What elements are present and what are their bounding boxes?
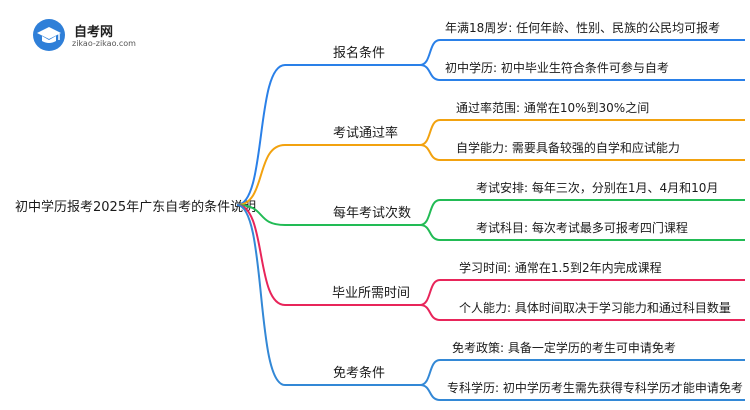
leaf-label: 考试安排: 每年三次，分别在1月、4月和10月 xyxy=(476,180,718,195)
branch-connector xyxy=(236,204,420,226)
leaf-connector xyxy=(419,304,745,321)
leaf-connector xyxy=(419,359,745,386)
site-logo[interactable]: 自考网 zikao-zikao.com xyxy=(32,18,152,52)
branch-label: 报名条件 xyxy=(333,45,385,61)
leaf-connector xyxy=(419,39,745,66)
leaf-connector xyxy=(419,279,745,306)
branch-connector xyxy=(236,64,420,206)
leaf-label: 初中学历: 初中毕业生符合条件可参与自考 xyxy=(445,60,669,75)
leaf-connector xyxy=(419,199,745,226)
leaf-label: 年满18周岁: 任何年龄、性别、民族的公民均可报考 xyxy=(445,20,720,35)
leaf-label: 学习时间: 通常在1.5到2年内完成课程 xyxy=(459,260,662,275)
logo-url: zikao-zikao.com xyxy=(72,39,136,48)
leaf-label: 专科学历: 初中学历考生需先获得专科学历才能申请免考 xyxy=(447,380,743,395)
leaf-label: 考试科目: 每次考试最多可报考四门课程 xyxy=(476,220,688,235)
branch-connector xyxy=(236,204,420,386)
leaf-label: 通过率范围: 通常在10%到30%之间 xyxy=(456,100,649,115)
leaf-connector xyxy=(419,224,745,241)
branch-connector xyxy=(236,144,420,206)
leaf-label: 个人能力: 具体时间取决于学习能力和通过科目数量 xyxy=(459,300,731,315)
graduation-cap-icon xyxy=(33,19,65,51)
leaf-connector xyxy=(419,144,745,161)
leaf-connector xyxy=(419,384,745,401)
root-node: 初中学历报考2025年广东自考的条件说明 xyxy=(15,199,256,215)
leaf-connector xyxy=(419,119,745,146)
leaf-label: 自学能力: 需要具备较强的自学和应试能力 xyxy=(456,140,680,155)
branch-label: 免考条件 xyxy=(333,365,385,381)
branch-label: 毕业所需时间 xyxy=(332,286,410,301)
branch-label: 每年考试次数 xyxy=(333,205,411,221)
leaf-label: 免考政策: 具备一定学历的考生可申请免考 xyxy=(452,340,676,355)
logo-title: 自考网 xyxy=(74,25,114,40)
leaf-connector xyxy=(419,64,745,81)
branch-label: 考试通过率 xyxy=(333,125,398,141)
branch-connector xyxy=(236,204,420,306)
